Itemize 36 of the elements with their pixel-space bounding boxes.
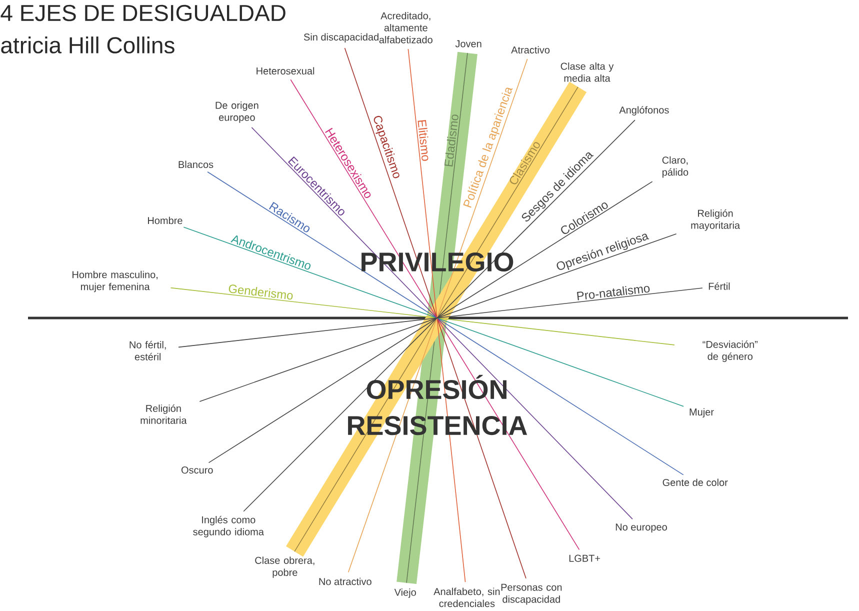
axis-end-label: Personas con discapacidad <box>501 584 562 605</box>
axis-line <box>408 48 466 582</box>
axis-end-label: Blancos <box>178 160 214 168</box>
axis-end-label: Sin discapacidad <box>304 33 378 43</box>
axis-end-label: No europeo <box>616 524 667 533</box>
axis-end-label: Acreditado, altamente alfabetizado <box>379 12 432 44</box>
axis-end-label: Mujer <box>690 408 714 418</box>
highlighted-axis <box>396 52 478 584</box>
axis-end-label: LGBT+ <box>569 554 600 562</box>
axis-end-label: Anglófonos <box>619 106 669 116</box>
axis-end-label: Religión mayoritaria <box>691 209 740 231</box>
axis-end-label: No atractivo <box>319 578 372 586</box>
axis-label: Edadismo <box>444 114 458 166</box>
axis-end-label: Joven <box>455 40 482 48</box>
axis-label: Genderismo <box>228 284 293 300</box>
axis-end-label: Atractivo <box>511 46 550 54</box>
axis-end-label: No fértil, estéril <box>130 340 166 360</box>
axis-end-label: Fértil <box>708 282 730 290</box>
axis-label: Pro-natalismo <box>576 286 650 300</box>
title: 4 EJES DE DESIGUALDAD <box>0 4 286 22</box>
axis-label: Elitismo <box>418 120 428 161</box>
axis-end-label: Religión minoritaria <box>140 404 187 424</box>
axis-end-label: Claro, pálido <box>662 156 688 178</box>
axis-end-label: Analfabeto, sin credenciales <box>434 588 500 608</box>
axis-end-label: Gente de color <box>662 478 728 486</box>
axis-end-label: Inglés como segundo idioma <box>193 516 264 538</box>
axis-end-label: Viejo <box>394 588 416 598</box>
axis-end-label: Heterosexual <box>256 67 314 75</box>
axis-end-label: Clase alta y media alta <box>560 62 614 82</box>
axis-end-label: Clase obrera, pobre <box>255 556 314 578</box>
axis-end-label: Hombre <box>148 216 182 224</box>
axis-end-label: Oscuro <box>181 466 213 474</box>
axis-end-label: De origen europeo <box>216 102 258 123</box>
subtitle: atricia Hill Collins <box>1 36 174 54</box>
axis-end-label: Hombre masculino, mujer femenina <box>72 270 158 292</box>
axis-end-label: “Desviación” de género <box>702 340 758 362</box>
